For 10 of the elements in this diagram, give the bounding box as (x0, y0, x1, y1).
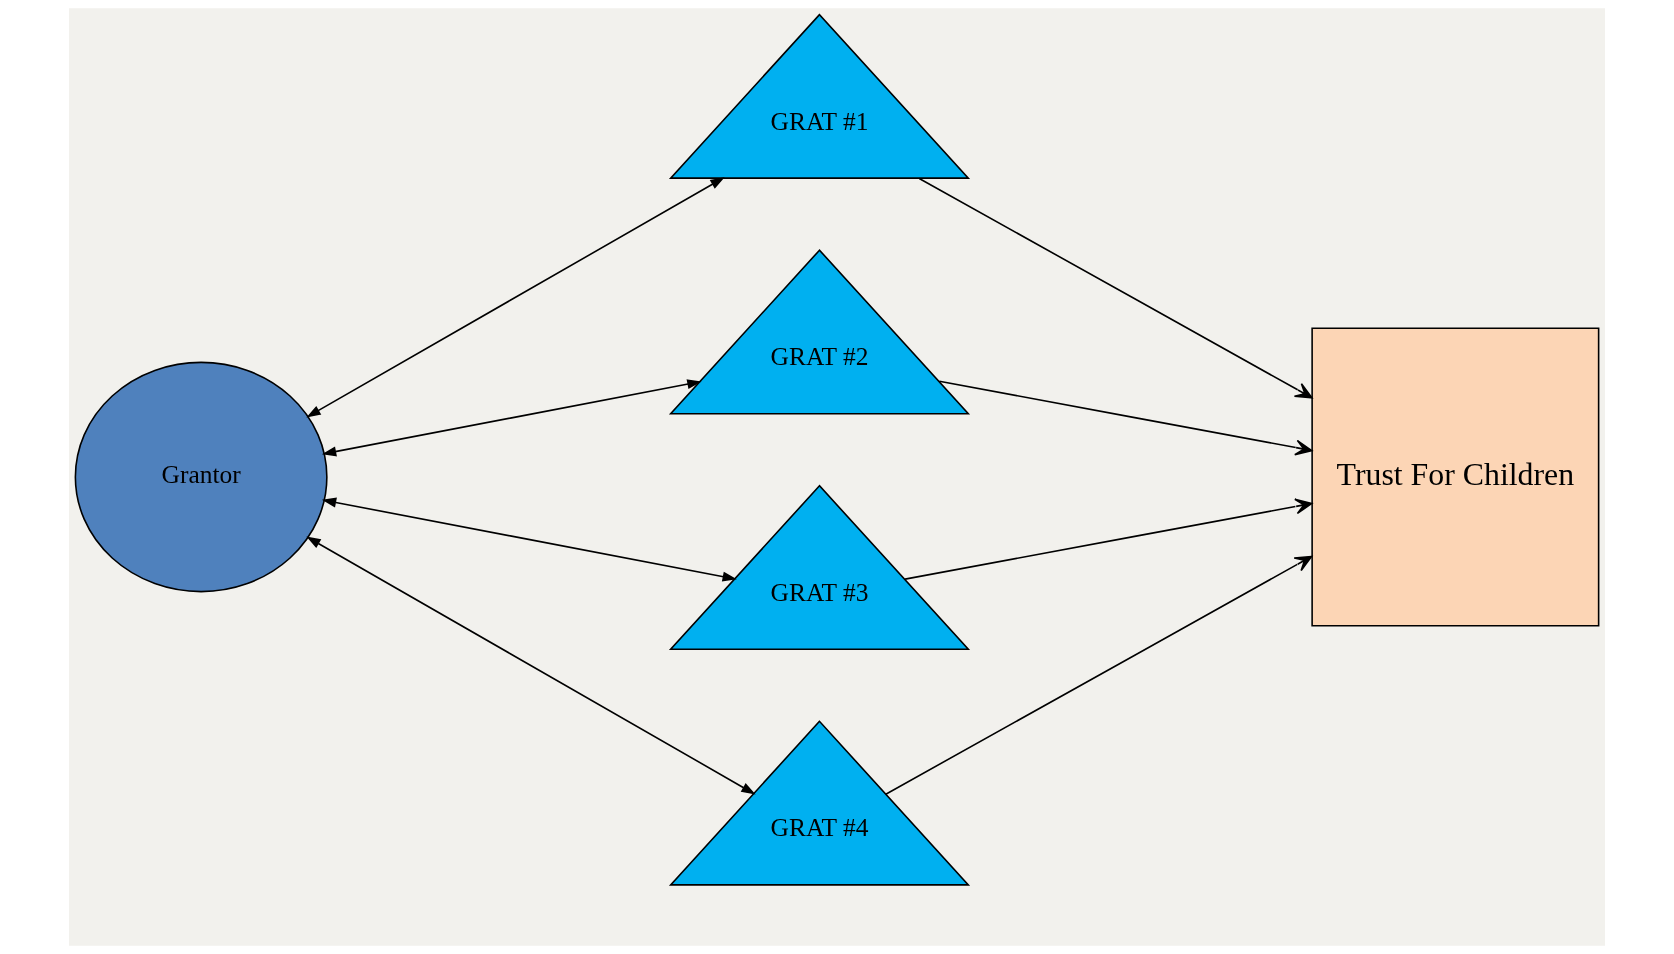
node-box: Trust For Children (1311, 327, 1600, 627)
arrow (885, 555, 1313, 795)
arrow (938, 380, 1313, 456)
node-circle: Grantor (74, 361, 328, 593)
arrow (306, 177, 725, 418)
arrow (321, 497, 737, 582)
arrow (321, 379, 702, 457)
arrow (904, 498, 1313, 580)
arrow (306, 536, 756, 795)
arrow (918, 177, 1313, 399)
